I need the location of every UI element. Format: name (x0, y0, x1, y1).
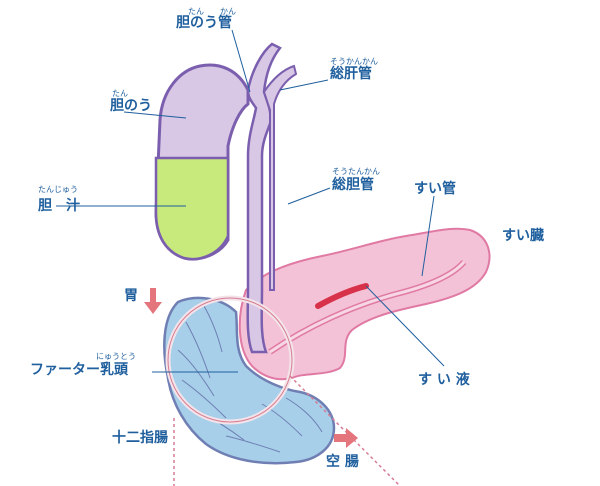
label-common-hepatic-duct: そうかんかん 総肝管 (330, 57, 378, 82)
zoom-indicator (165, 295, 401, 486)
label-papilla: にゅうとう ファーター乳頭 (30, 352, 136, 378)
biliary-system (154, 42, 298, 354)
text-bile: 胆 汁 (38, 197, 80, 214)
text-jejunum: 空 腸 (326, 453, 359, 470)
text-gallbladder: 胆のう (110, 98, 152, 114)
text-cystic-duct: 胆のう管 (176, 14, 232, 31)
jejunum-arrow-icon (334, 428, 358, 448)
stomach-arrow-icon (144, 288, 162, 314)
text-common-hepatic-duct: 総肝管 (330, 65, 372, 82)
label-bile: たんじゅう 胆 汁 (38, 185, 80, 214)
text-common-bile-duct: 総胆管 (332, 176, 374, 193)
label-cystic-duct: たん かん 胆のう管 (176, 7, 236, 31)
pancreas-shape (238, 227, 491, 381)
ruby-common-hepatic-duct: そうかんかん (330, 57, 378, 66)
ruby-papilla: にゅうとう (96, 352, 136, 361)
text-stomach: 胃 (124, 288, 138, 304)
ruby-cystic-duct: たん かん (188, 7, 236, 16)
text-papilla: ファーター乳頭 (30, 361, 129, 378)
text-pancreatic-juice: す い 液 (418, 371, 471, 388)
ruby-gallbladder: たん (112, 89, 128, 98)
ruby-bile: たんじゅう (38, 185, 78, 194)
leader-lines (56, 29, 445, 373)
ruby-common-bile-duct: そうたんかん (332, 167, 380, 176)
text-pancreatic-duct: すい管 (414, 180, 456, 197)
text-duodenum: 十二指腸 (112, 429, 168, 446)
text-pancreas: すい臓 (502, 227, 544, 244)
label-gallbladder: たん 胆のう (110, 89, 152, 114)
label-common-bile-duct: そうたんかん 総胆管 (332, 167, 380, 193)
